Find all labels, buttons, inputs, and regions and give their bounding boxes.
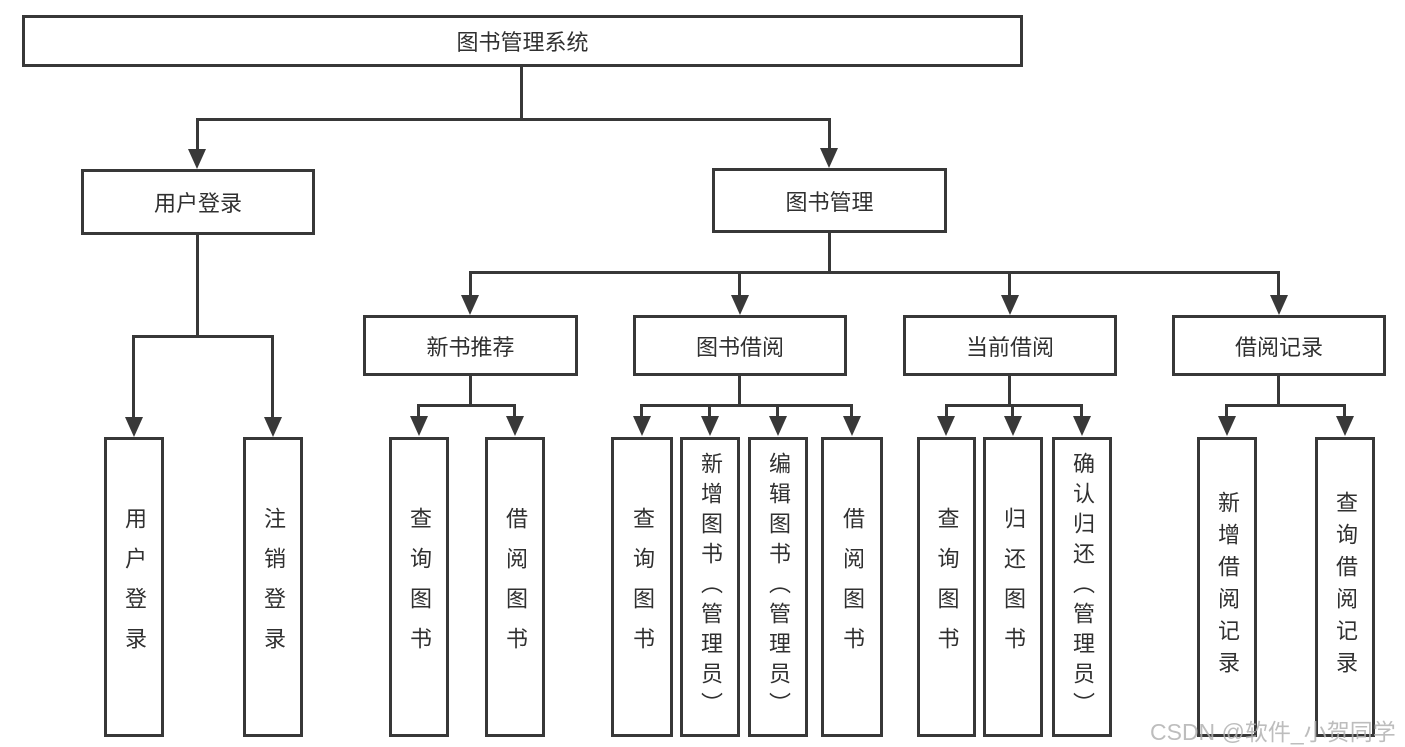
- arrow-down-borrow-books-1: [506, 416, 524, 436]
- leaf-logout: 注销登录: [243, 437, 303, 737]
- arrow-down-leaf-user-login: [125, 417, 143, 437]
- node-root: 图书管理系统: [22, 15, 1023, 67]
- leaf-logout-label: 注销登录: [261, 507, 286, 667]
- connector-drop-query-books-3: [945, 404, 948, 417]
- connector-drop-borrow-books-1: [513, 404, 516, 417]
- leaf-edit-books-admin-label: 编辑图书（管理员）: [766, 452, 791, 722]
- connector-drop-book-management: [828, 118, 831, 152]
- node-new-book-recommend-label: 新书推荐: [426, 334, 515, 360]
- connector-drop-current-borrowing: [1008, 271, 1011, 297]
- connector-drop-query-books-1: [417, 404, 420, 417]
- connector-borrow-records-stem: [1277, 375, 1280, 407]
- connector-user-login-hline: [132, 335, 274, 338]
- connector-book-borrowing-stem: [738, 375, 741, 407]
- arrow-down-borrow-books-2: [843, 416, 861, 436]
- connector-borrow-records-hline: [1225, 404, 1346, 407]
- arrow-down-current-borrowing: [1001, 295, 1019, 315]
- arrow-down-borrow-records: [1270, 295, 1288, 315]
- leaf-confirm-return-admin: 确认归还（管理员）: [1052, 437, 1112, 737]
- connector-current-borrowing-hline: [945, 404, 1083, 407]
- leaf-return-books-label: 归还图书: [1001, 507, 1026, 667]
- leaf-add-borrow-record-label: 新增借阅记录: [1215, 491, 1240, 683]
- connector-drop-new-book-recommend: [469, 271, 472, 297]
- leaf-query-borrow-record: 查询借阅记录: [1315, 437, 1375, 737]
- connector-root-stem: [520, 66, 523, 121]
- leaf-borrow-books-recommend: 借阅图书: [485, 437, 545, 737]
- arrow-down-confirm-return: [1073, 416, 1091, 436]
- connector-book-management-hline: [469, 271, 1280, 274]
- arrow-down-return-books: [1004, 416, 1022, 436]
- leaf-query-books-current: 查询图书: [917, 437, 976, 737]
- leaf-query-books-recommend-label: 查询图书: [407, 507, 432, 667]
- node-book-borrowing: 图书借阅: [633, 315, 847, 376]
- leaf-add-books-admin: 新增图书（管理员）: [680, 437, 740, 737]
- leaf-return-books: 归还图书: [983, 437, 1043, 737]
- connector-book-management-stem: [828, 232, 831, 274]
- node-user-login: 用户登录: [81, 169, 315, 235]
- node-new-book-recommend: 新书推荐: [363, 315, 578, 376]
- arrow-down-query-books-1: [410, 416, 428, 436]
- leaf-borrow-books-borrowing-label: 借阅图书: [840, 507, 865, 667]
- connector-drop-user-login: [196, 118, 199, 152]
- leaf-borrow-books-recommend-label: 借阅图书: [503, 507, 528, 667]
- connector-drop-leaf-user-login: [132, 335, 135, 419]
- connector-drop-borrow-books-2: [850, 404, 853, 417]
- arrow-down-add-borrow-record: [1218, 416, 1236, 436]
- arrow-down-add-books: [701, 416, 719, 436]
- connector-current-borrowing-stem: [1008, 375, 1011, 407]
- connector-book-borrowing-hline: [640, 404, 853, 407]
- node-root-label: 图书管理系统: [456, 30, 589, 55]
- arrow-down-new-book-recommend: [461, 295, 479, 315]
- connector-drop-return-books: [1011, 404, 1014, 417]
- leaf-add-books-admin-label: 新增图书（管理员）: [698, 452, 723, 722]
- arrow-down-user-login: [188, 149, 206, 169]
- arrow-down-query-books-3: [937, 416, 955, 436]
- connector-drop-borrow-records: [1277, 271, 1280, 297]
- watermark: CSDN @软件_小贺同学: [1150, 719, 1396, 745]
- arrow-down-query-books-2: [633, 416, 651, 436]
- connector-user-login-stem: [196, 235, 199, 338]
- leaf-confirm-return-admin-label: 确认归还（管理员）: [1070, 452, 1095, 722]
- arrow-down-query-borrow-record: [1336, 416, 1354, 436]
- connector-drop-add-books: [708, 404, 711, 417]
- connector-new-book-recommend-stem: [469, 375, 472, 407]
- node-book-borrowing-label: 图书借阅: [695, 334, 784, 360]
- leaf-query-books-borrowing-label: 查询图书: [630, 507, 655, 667]
- node-book-management: 图书管理: [712, 168, 947, 233]
- leaf-query-borrow-record-label: 查询借阅记录: [1333, 491, 1358, 683]
- connector-new-book-recommend-hline: [417, 404, 516, 407]
- leaf-add-borrow-record: 新增借阅记录: [1197, 437, 1257, 737]
- connector-drop-query-books-2: [640, 404, 643, 417]
- connector-drop-query-borrow-record: [1343, 404, 1346, 417]
- leaf-user-login: 用户登录: [104, 437, 164, 737]
- connector-drop-leaf-logout: [271, 335, 274, 419]
- arrow-down-edit-books: [769, 416, 787, 436]
- leaf-borrow-books-borrowing: 借阅图书: [821, 437, 883, 737]
- connector-drop-add-borrow-record: [1225, 404, 1228, 417]
- connector-drop-book-borrowing: [738, 271, 741, 297]
- node-user-login-label: 用户登录: [153, 191, 242, 216]
- connector-drop-edit-books: [776, 404, 779, 417]
- leaf-query-books-borrowing: 查询图书: [611, 437, 673, 737]
- leaf-query-books-recommend: 查询图书: [389, 437, 449, 737]
- leaf-query-books-current-label: 查询图书: [934, 507, 960, 667]
- node-current-borrowing-label: 当前借阅: [965, 334, 1054, 360]
- arrow-down-book-management: [820, 148, 838, 168]
- leaf-edit-books-admin: 编辑图书（管理员）: [748, 437, 808, 737]
- leaf-user-login-label: 用户登录: [122, 507, 147, 667]
- node-current-borrowing: 当前借阅: [903, 315, 1117, 376]
- arrow-down-leaf-logout: [264, 417, 282, 437]
- connector-root-hline: [196, 118, 831, 121]
- node-borrow-records: 借阅记录: [1172, 315, 1386, 376]
- arrow-down-book-borrowing: [731, 295, 749, 315]
- node-book-management-label: 图书管理: [785, 189, 874, 215]
- connector-drop-confirm-return: [1080, 404, 1083, 417]
- node-borrow-records-label: 借阅记录: [1234, 334, 1323, 360]
